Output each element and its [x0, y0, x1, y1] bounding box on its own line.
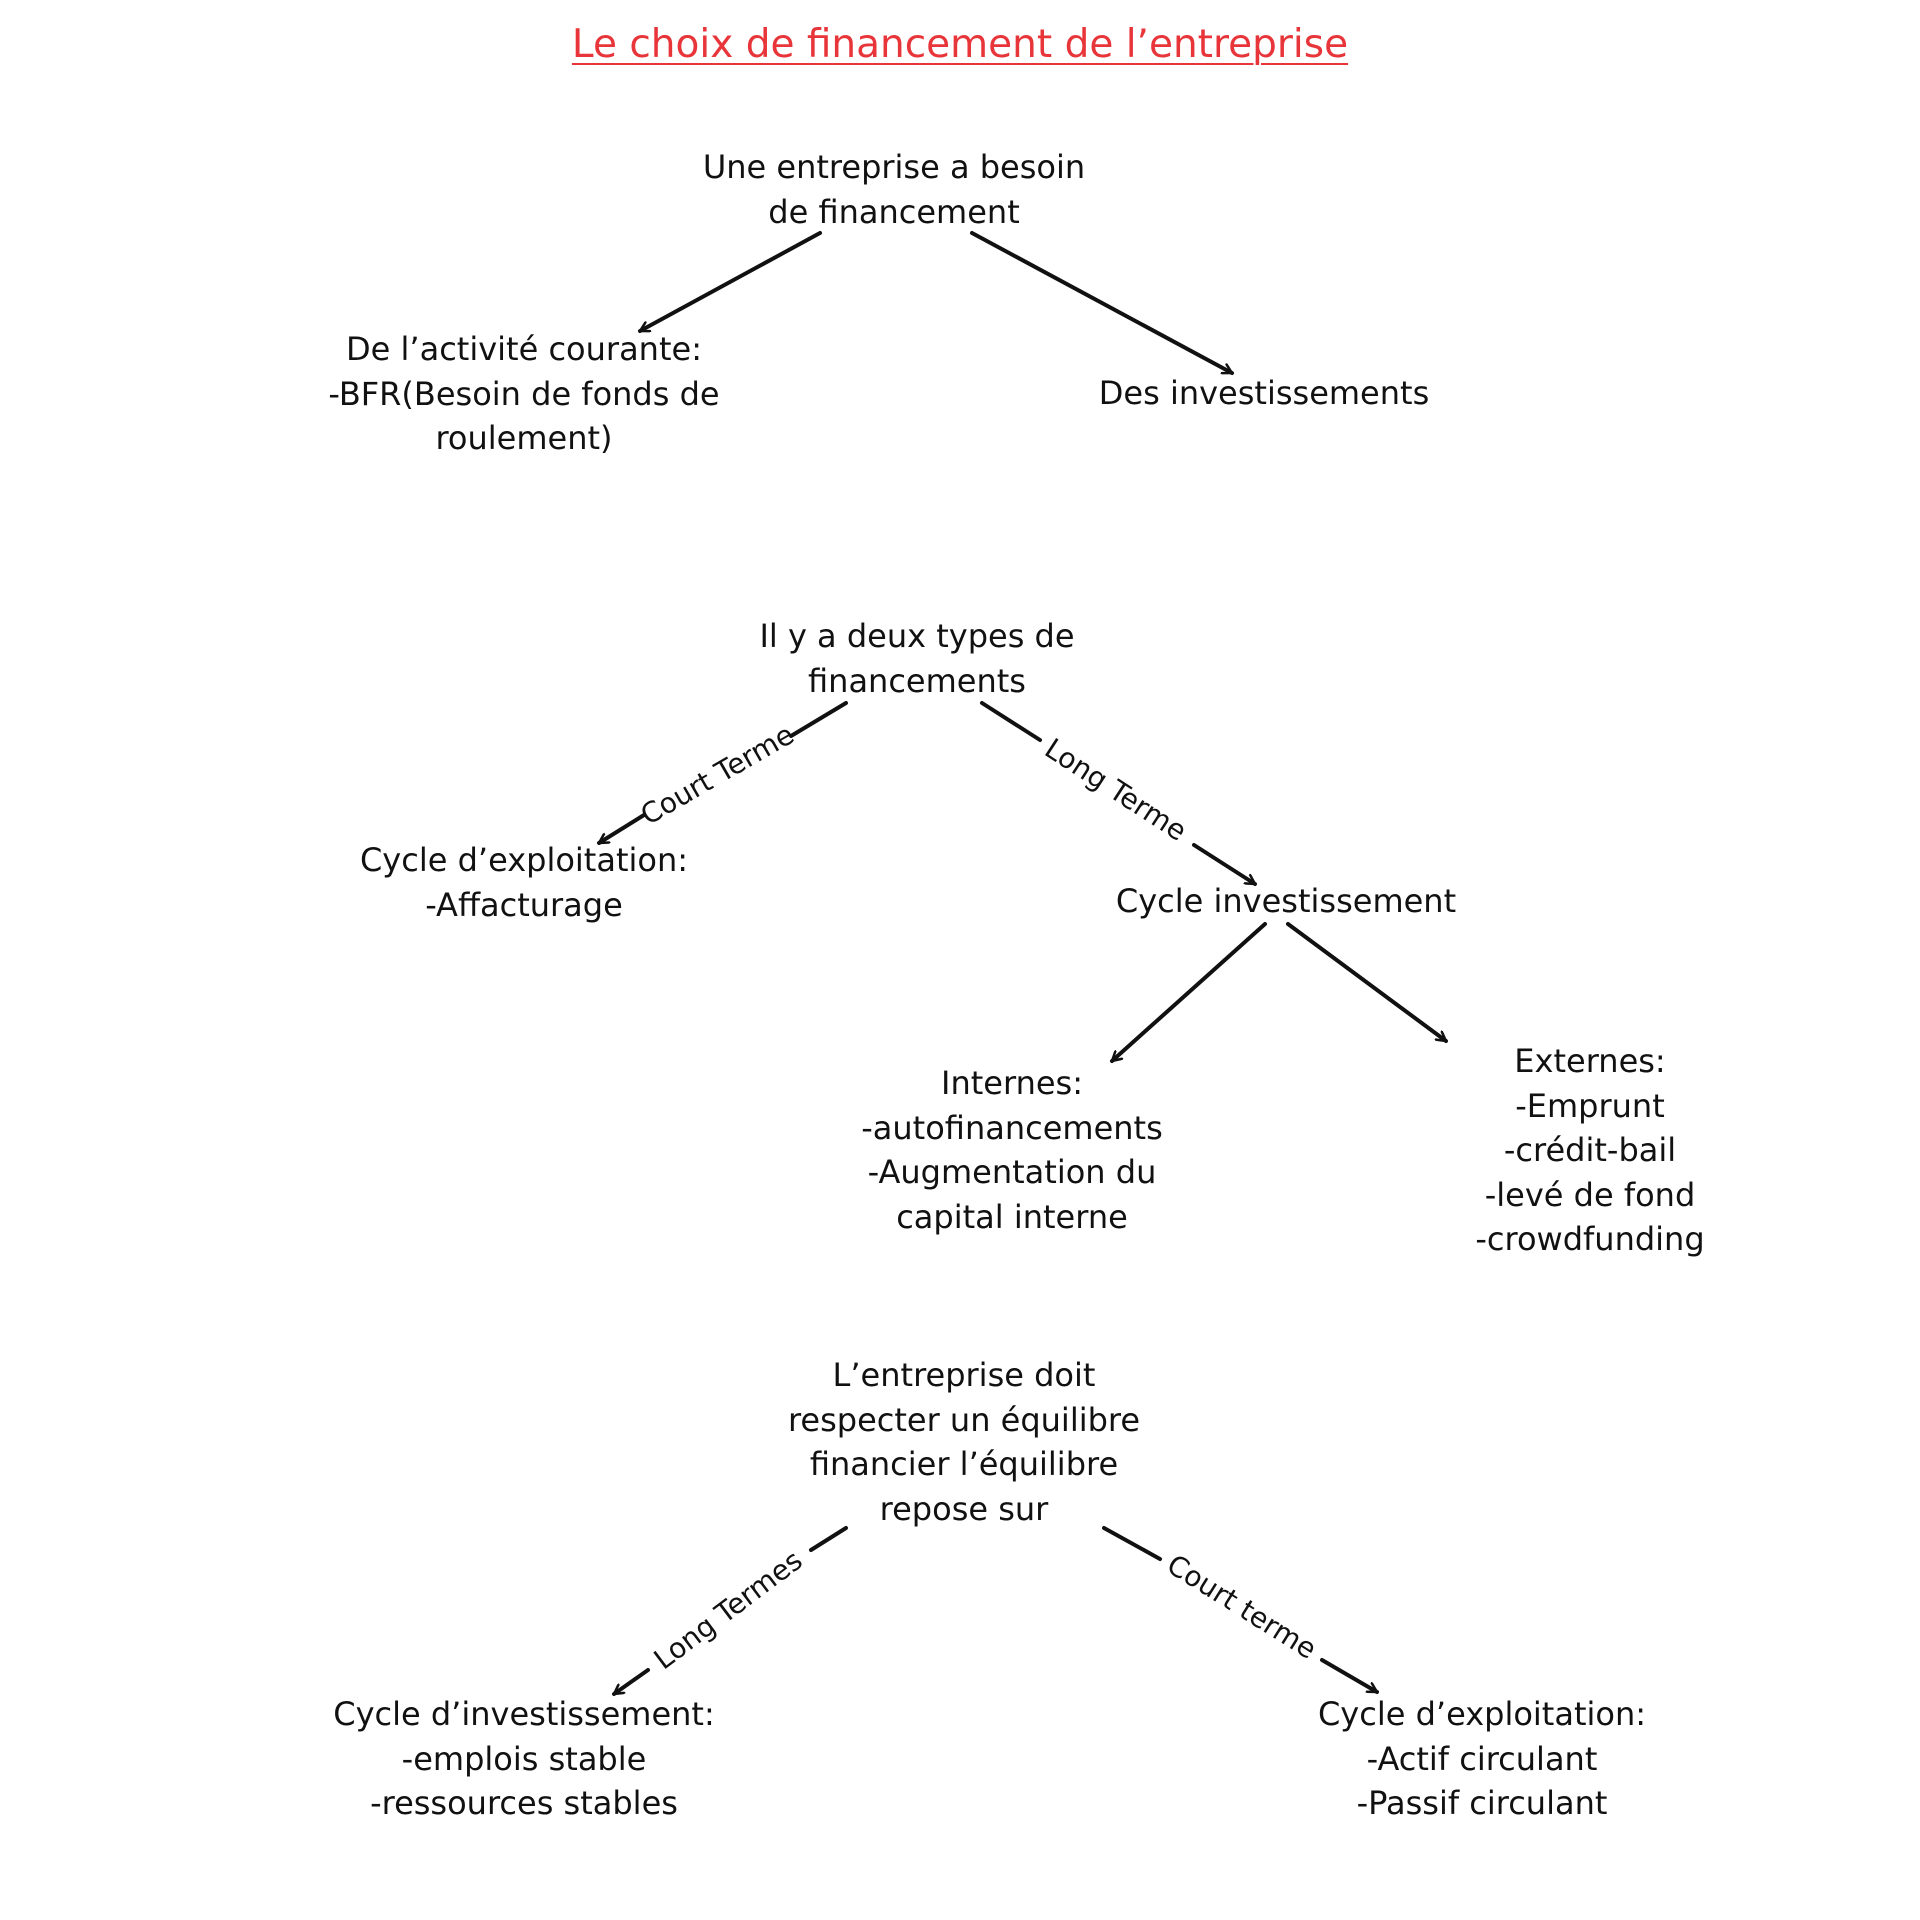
- arrow-cycle-invest-to-externes: [1286, 922, 1448, 1043]
- arrow-cycle-invest-to-internes: [1110, 922, 1267, 1063]
- node-line: -Affacturage: [425, 885, 623, 924]
- edge-label-long-terme-1: Long Terme: [1039, 732, 1193, 848]
- node-line: repose sur: [879, 1489, 1049, 1528]
- node-line: financements: [808, 661, 1026, 700]
- node-line: Cycle d’exploitation:: [1317, 1695, 1647, 1733]
- node-line: Une entreprise a besoin: [702, 148, 1086, 186]
- arrow-root2-court-part1: [789, 701, 848, 738]
- node-line: L’entreprise doit: [832, 1356, 1096, 1394]
- edge-label-court-terme-2: Court terme: [1161, 1548, 1322, 1666]
- node-line: -crédit-bail: [1503, 1131, 1677, 1169]
- node-line: -crowdfunding: [1475, 1220, 1705, 1258]
- node-line: capital interne: [896, 1197, 1128, 1236]
- node-line: -ressources stables: [370, 1784, 678, 1822]
- node-cycle-exploitation-affacturage: Cycle d’exploitation: -Affacturage: [360, 838, 688, 927]
- node-line: -levé de fond: [1484, 1175, 1696, 1214]
- node-des-investissements: Des investissements: [1099, 371, 1429, 416]
- node-line: De l’activité courante:: [346, 330, 702, 368]
- edge-label-court-terme-1: Court Terme: [635, 718, 800, 832]
- arrow-root2-long-part1: [980, 701, 1042, 742]
- node-internes: Internes: -autofinancements -Augmentatio…: [861, 1061, 1163, 1239]
- arrow-root3-long-part2: [612, 1668, 650, 1696]
- arrow-root1-to-investissements: [970, 231, 1234, 375]
- node-line: roulement): [435, 419, 613, 457]
- arrow-root1-to-activite: [638, 231, 822, 333]
- node-externes: Externes: -Emprunt -crédit-bail -levé de…: [1475, 1039, 1704, 1262]
- node-line: Des investissements: [1098, 374, 1430, 412]
- node-line: -emplois stable: [401, 1739, 647, 1778]
- edge-label-long-termes-2: Long Termes: [648, 1544, 809, 1676]
- node-cycle-investissement: Cycle investissement: [1116, 879, 1456, 924]
- node-line: Il y a deux types de: [759, 617, 1075, 655]
- node-cycle-exploitation-circulant: Cycle d’exploitation: -Actif circulant -…: [1318, 1692, 1646, 1826]
- node-equilibre-financier: L’entreprise doit respecter un équilibre…: [788, 1353, 1140, 1531]
- node-line: Cycle d’exploitation:: [359, 841, 689, 879]
- node-line: financier l’équilibre: [809, 1445, 1119, 1483]
- arrow-root3-court-part1: [1102, 1526, 1162, 1561]
- node-line: -Augmentation du: [867, 1153, 1157, 1191]
- node-line: Internes:: [941, 1064, 1083, 1102]
- node-line: respecter un équilibre: [787, 1400, 1141, 1439]
- node-line: Cycle d’investissement:: [333, 1695, 715, 1733]
- node-deux-types-financements: Il y a deux types de financements: [759, 614, 1074, 703]
- node-cycle-investissement-stable: Cycle d’investissement: -emplois stable …: [333, 1692, 715, 1826]
- node-root-besoin-financement: Une entreprise a besoin de financement: [703, 145, 1085, 234]
- node-line: de financement: [768, 192, 1020, 231]
- node-line: -BFR(Besoin de fonds de: [328, 374, 720, 413]
- arrow-root3-court-part2: [1320, 1658, 1379, 1694]
- arrow-root2-court-part2: [597, 813, 646, 845]
- node-line: Externes:: [1514, 1042, 1666, 1080]
- node-line: -Emprunt: [1515, 1086, 1665, 1125]
- arrow-root3-long-part1: [809, 1526, 848, 1552]
- arrow-root2-long-part2: [1192, 843, 1257, 886]
- page-title: Le choix de financement de l’entreprise: [571, 22, 1349, 67]
- node-activite-courante: De l’activité courante: -BFR(Besoin de f…: [328, 327, 719, 461]
- node-line: -Actif circulant: [1366, 1739, 1598, 1778]
- node-line: Cycle investissement: [1115, 882, 1457, 920]
- node-line: -autofinancements: [861, 1108, 1163, 1147]
- node-line: -Passif circulant: [1356, 1784, 1608, 1822]
